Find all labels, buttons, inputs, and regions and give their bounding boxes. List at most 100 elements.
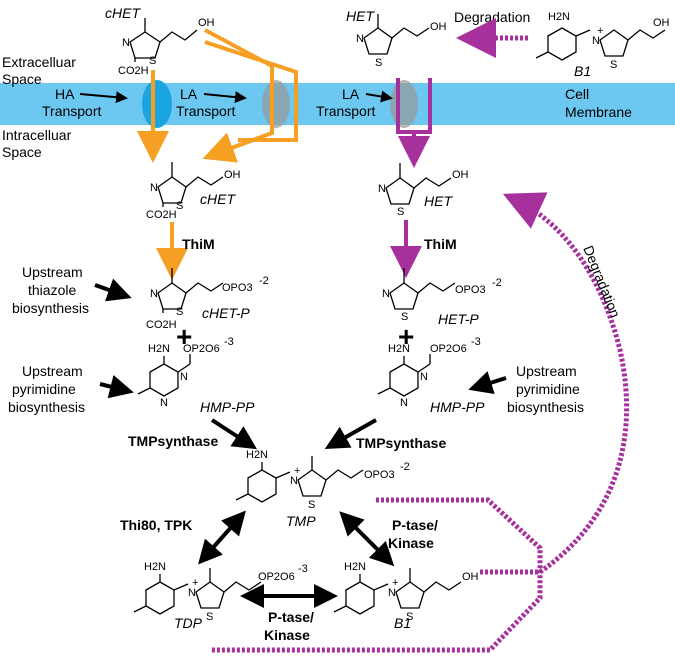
upstream-thiazole-label-1: Upstream xyxy=(22,264,83,280)
thim-right-label: ThiM xyxy=(424,236,457,252)
hmp-right-op2o6: OP2O6 xyxy=(430,343,467,355)
tmpsynthase-left-label: TMPsynthase xyxy=(128,433,218,449)
thi80-tpk-label: Thi80, TPK xyxy=(120,517,192,533)
chet-p-opo3: OPO3 xyxy=(222,282,253,294)
hmp-left-op2o6: OP2O6 xyxy=(183,343,220,355)
het-out-s: S xyxy=(375,57,382,69)
ha-transporter xyxy=(142,80,172,128)
degradation-side-path xyxy=(480,192,630,575)
upstream-pyrimidine-left-label-1: Upstream xyxy=(22,363,83,379)
het-p-label: HET-P xyxy=(438,311,479,327)
tmpsynthase-right-arrow xyxy=(324,418,377,449)
upstream-thiazole-label-3: biosynthesis xyxy=(12,300,89,316)
chet-la-transport-arrow-1 xyxy=(202,28,274,163)
la-transporter-right xyxy=(390,80,418,128)
het-outside-molecule: OH N S HET xyxy=(346,8,447,69)
tmp-charge: -2 xyxy=(400,461,410,473)
ptase-kinase-bottom-label-2: Kinase xyxy=(264,627,310,643)
chet-outside-label: cHET xyxy=(105,5,141,21)
la-transport-label-2: Transport xyxy=(176,103,236,119)
b1-out-oh: OH xyxy=(653,17,670,29)
chet-out-n: N xyxy=(122,37,130,49)
b1-in-h2n: H2N xyxy=(344,561,366,573)
het-out-oh: OH xyxy=(430,21,447,33)
la-pointer-arrow-left xyxy=(203,91,247,104)
b1-in-oh: OH xyxy=(462,571,479,583)
plus-right: + xyxy=(398,321,414,352)
het-p-opo3: OPO3 xyxy=(455,284,486,296)
chet-p-co2h: CO2H xyxy=(146,319,177,331)
upstream-pyrimidine-right-label-3: biosynthesis xyxy=(507,399,584,415)
chet-out-s: S xyxy=(149,55,156,67)
chet-inside-label: cHET xyxy=(200,191,236,207)
het-in-oh: OH xyxy=(452,169,469,181)
b1-outside-molecule: H2N OH N + S B1 xyxy=(535,11,670,79)
chet-in-co2h: CO2H xyxy=(146,209,177,221)
intracellular-label-2: Space xyxy=(2,144,42,160)
membrane-label-2: Membrane xyxy=(565,104,632,120)
upstream-pyrimidine-left-arrow xyxy=(99,374,134,399)
het-inside-label: HET xyxy=(424,193,453,209)
chet-p-charge: -2 xyxy=(259,275,269,287)
tmp-molecule: H2N OPO3 -2 N + S TMP xyxy=(235,449,410,529)
het-in-s: S xyxy=(397,206,404,218)
chet-in-n: N xyxy=(150,182,158,194)
tmp-s: S xyxy=(308,499,315,511)
extracellular-label-1: Extracelluar xyxy=(2,54,76,70)
ptase-kinase-right-arrow xyxy=(339,511,395,567)
thim-left-label: ThiM xyxy=(182,236,215,252)
het-p-molecule: OPO3 -2 N S HET-P xyxy=(382,268,502,327)
b1-inside-label: B1 xyxy=(394,615,411,631)
tdp-nplus: + xyxy=(192,577,198,589)
ptase-kinase-right-label-1: P-tase/ xyxy=(392,517,438,533)
membrane-label-1: Cell xyxy=(565,86,589,102)
b1-in-s: S xyxy=(406,611,413,623)
het-p-charge: -2 xyxy=(492,277,502,289)
hmp-left-n1: N xyxy=(180,371,188,383)
tdp-charge: -3 xyxy=(298,563,308,575)
hmp-left-h2n: H2N xyxy=(148,343,170,355)
b1-out-nplus: + xyxy=(597,25,603,37)
ptase-kinase-bottom-label-1: P-tase/ xyxy=(268,609,314,625)
degradation-top-label: Degradation xyxy=(454,9,530,25)
degradation-side-label: Degradation xyxy=(580,243,623,320)
upstream-thiazole-arrow xyxy=(94,278,132,302)
b1-in-nplus: + xyxy=(392,577,398,589)
b1-out-h2n: H2N xyxy=(548,11,570,23)
intracellular-label-1: Intracelluar xyxy=(2,127,72,143)
la-transport-label-4: Transport xyxy=(316,103,376,119)
hmp-right-h2n: H2N xyxy=(388,343,410,355)
chet-p-n: N xyxy=(150,288,158,300)
het-outside-label: HET xyxy=(346,8,375,24)
la-transporter-left xyxy=(262,80,290,128)
hmp-left-n2: N xyxy=(160,397,168,409)
tdp-h2n: H2N xyxy=(144,561,166,573)
upstream-pyrimidine-right-label-1: Upstream xyxy=(516,363,577,379)
tmp-nplus: + xyxy=(294,465,300,477)
upstream-thiazole-label-2: thiazole xyxy=(28,282,76,298)
chet-p-molecule: OPO3 -2 N S CO2H cHET-P xyxy=(146,268,269,331)
hmp-pp-right-label: HMP-PP xyxy=(430,399,485,415)
tdp-label: TDP xyxy=(174,615,203,631)
b1-out-n: N xyxy=(592,35,600,47)
upstream-pyrimidine-right-label-2: pyrimidine xyxy=(516,381,580,397)
chet-in-oh: OH xyxy=(224,169,241,181)
ha-transport-label-2: Transport xyxy=(42,103,102,119)
la-transport-label-3: LA xyxy=(342,86,360,102)
tmp-label: TMP xyxy=(286,513,316,529)
b1-out-s: S xyxy=(610,59,617,71)
b1-in-n: N xyxy=(388,587,396,599)
ptase-kinase-right-label-2: Kinase xyxy=(388,535,434,551)
upstream-pyrimidine-left-label-3: biosynthesis xyxy=(8,399,85,415)
ha-transport-label-1: HA xyxy=(55,86,75,102)
chet-p-label: cHET-P xyxy=(202,305,250,321)
upstream-pyrimidine-left-label-2: pyrimidine xyxy=(12,381,76,397)
la-transport-label-1: LA xyxy=(180,86,198,102)
la-pointer-arrow-right xyxy=(365,90,393,103)
hmp-right-n1: N xyxy=(420,371,428,383)
hmp-pp-right-molecule: H2N OP2O6 -3 N N HMP-PP xyxy=(377,336,485,415)
hmp-right-n2: N xyxy=(400,397,408,409)
het-p-s: S xyxy=(401,311,408,323)
b1-inside-molecule: H2N OH N + S B1 xyxy=(333,561,479,631)
